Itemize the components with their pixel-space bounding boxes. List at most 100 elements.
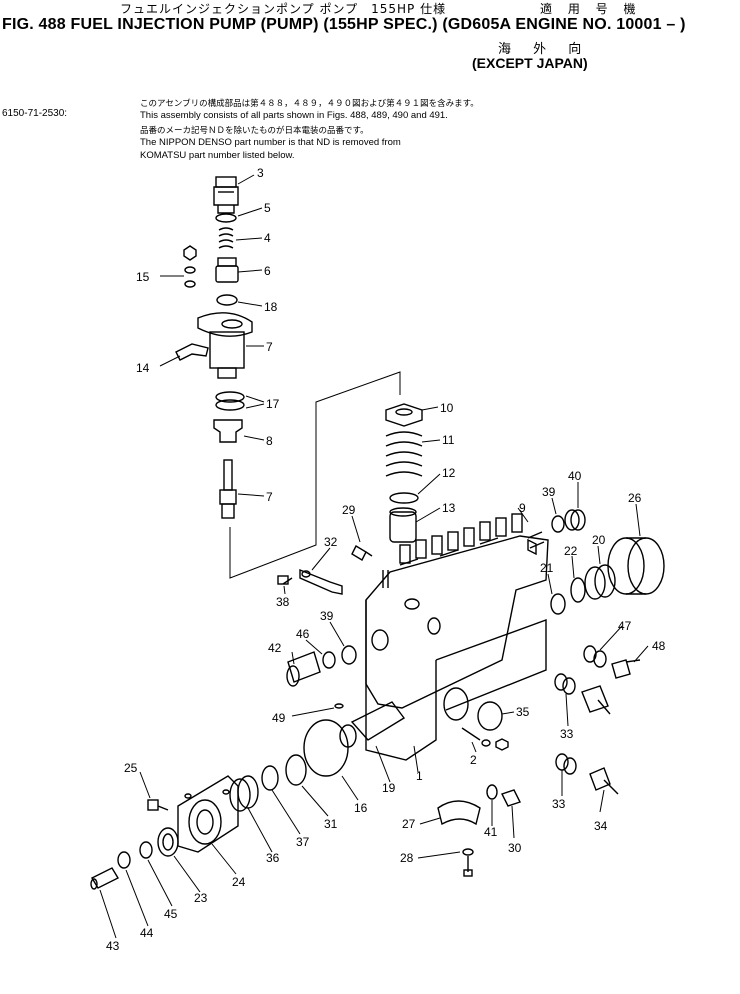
callout-42: 42 (268, 641, 282, 655)
callout-9: 9 (519, 501, 526, 515)
callout-12: 12 (442, 466, 456, 480)
callout-45: 45 (164, 907, 178, 921)
washer-37 (261, 765, 279, 791)
tappet-13 (389, 507, 417, 543)
assembly-number: 6150-71-2530: (2, 108, 68, 119)
callout-19: 19 (382, 781, 396, 795)
callout-26: 26 (628, 491, 642, 505)
callout-15: 15 (136, 270, 150, 284)
gasket-18 (216, 294, 238, 306)
callout-33b: 33 (552, 797, 566, 811)
japanese-title: フュエルインジェクションポンプ ポンプ 155HP 仕様 (120, 2, 447, 16)
washer-39b (551, 515, 565, 533)
callout-17: 17 (266, 397, 280, 411)
figure-title: FIG. 488 FUEL INJECTION PUMP (PUMP) (155… (2, 16, 686, 33)
callout-4: 4 (264, 231, 271, 245)
spec-japanese: 海 外 向 (498, 42, 591, 57)
callout-13: 13 (442, 501, 456, 515)
callout-8: 8 (266, 434, 273, 448)
sleeve-8 (213, 419, 243, 443)
note-line-1: このアセンブリの構成部品は第４８８，４８９，４９０図および第４９１図を含みます。 (140, 99, 479, 109)
rod-9 (527, 531, 545, 549)
callout-29: 29 (342, 503, 356, 517)
plate-32 (299, 568, 343, 595)
plug-29 (351, 545, 373, 561)
callout-1: 1 (416, 769, 423, 783)
callout-5: 5 (264, 201, 271, 215)
bearing-20 (584, 564, 616, 600)
callout-35: 35 (516, 705, 530, 719)
callout-23: 23 (194, 891, 208, 905)
cap-42 (286, 651, 321, 687)
callout-47: 47 (618, 619, 632, 633)
callout-48: 48 (652, 639, 666, 653)
flange-7 (197, 312, 253, 379)
screw-38 (277, 575, 293, 585)
oil-seal-31 (285, 754, 307, 786)
delivery-valve-6 (215, 257, 239, 283)
callout-40: 40 (568, 469, 582, 483)
callout-49: 49 (272, 711, 286, 725)
callout-11: 11 (442, 433, 455, 447)
leader-lines (99, 174, 649, 939)
callout-34: 34 (594, 819, 608, 833)
callout-14: 14 (136, 361, 150, 375)
bracket-27 (437, 800, 481, 826)
nut-washer-15 (183, 245, 197, 288)
bracket-14 (175, 343, 209, 361)
bolt-28 (462, 848, 474, 877)
pump-housing-1 (365, 513, 549, 761)
lower-seat-12 (389, 492, 419, 504)
callout-21: 21 (540, 561, 554, 575)
delivery-valve-holder (213, 176, 239, 214)
callout-39b: 39 (320, 609, 334, 623)
callout-37: 37 (296, 835, 310, 849)
plug-30 (501, 789, 521, 807)
plunger-spring-11 (385, 431, 423, 477)
bearing-cover-26 (607, 537, 665, 595)
o-ring-16 (303, 719, 349, 777)
callout-25: 25 (124, 761, 138, 775)
callout-6: 6 (264, 264, 271, 278)
gasket-46 (322, 651, 336, 669)
plug-43 (90, 867, 119, 890)
callout-18: 18 (264, 300, 278, 314)
callout-27: 27 (402, 817, 416, 831)
washer-45 (139, 841, 153, 859)
callout-36: 36 (266, 851, 280, 865)
callouts: 3 5 4 6 15 18 7 14 17 8 7 10 11 12 13 9 … (106, 166, 666, 953)
washer-41 (486, 784, 498, 800)
callout-32: 32 (324, 535, 338, 549)
callout-7a: 7 (266, 340, 273, 354)
stud-2 (461, 727, 509, 751)
callout-38: 38 (276, 595, 290, 609)
callout-20: 20 (592, 533, 606, 547)
callout-3: 3 (257, 166, 264, 180)
callout-10: 10 (440, 401, 454, 415)
callout-2: 2 (470, 753, 477, 767)
oil-seal-23 (157, 827, 179, 857)
o-ring-5 (215, 213, 237, 223)
callout-44: 44 (140, 926, 154, 940)
callout-31: 31 (324, 817, 338, 831)
bolt-48 (611, 659, 641, 679)
callout-39: 39 (542, 485, 556, 499)
callout-43: 43 (106, 939, 120, 953)
nut-40 (564, 509, 586, 531)
spec-english: (EXCEPT JAPAN) (472, 55, 588, 71)
coupling-flange-24 (177, 775, 239, 853)
callout-41: 41 (484, 825, 498, 839)
washers-33 (554, 673, 577, 775)
note-line-5: KOMATSU part number listed below. (140, 150, 295, 161)
banjo-bolt-33 (581, 685, 611, 715)
spring-4 (218, 227, 234, 249)
callout-28: 28 (400, 851, 414, 865)
note-line-3: 品番のメーカ記号ＮＤを除いたものが日本電装の品番です。 (140, 126, 369, 136)
gaskets-47 (583, 645, 607, 668)
callout-7b: 7 (266, 490, 273, 504)
callout-46: 46 (296, 627, 310, 641)
drive-shaft-19 (339, 701, 406, 748)
upper-seat-10 (385, 403, 423, 427)
note-line-4: The NIPPON DENSO part number is that ND … (140, 137, 401, 148)
